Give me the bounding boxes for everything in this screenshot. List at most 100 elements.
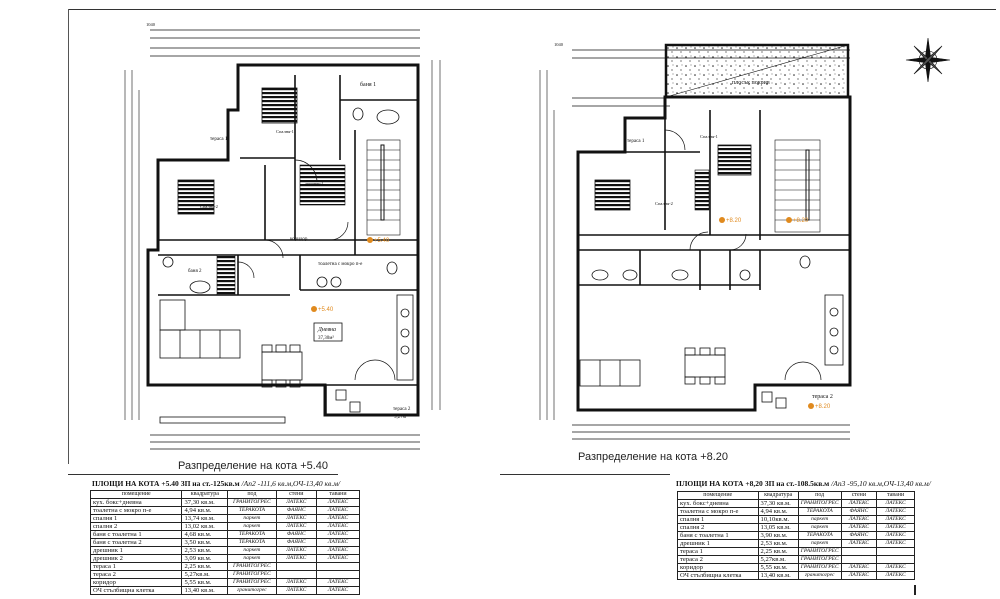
plan-level-5-40 — [124, 29, 441, 450]
table-cell: 5,27кв.м. — [181, 570, 229, 579]
room-label-wc: тоалетна с мокро п-е — [318, 262, 363, 267]
room-label-terrace2: тераса 2 — [393, 407, 411, 412]
table-cell — [275, 562, 317, 571]
table-cell: спалня 1 — [89, 514, 183, 523]
table-cell: тераса 2 — [89, 570, 183, 579]
sheet-edge-mark — [914, 585, 916, 595]
table-cell: паркет — [227, 522, 277, 531]
table-cell: ЛАТЕКС — [275, 554, 317, 563]
level-marker-icon — [311, 306, 317, 312]
table-cell: ГРАНИТОГРЕС — [797, 555, 842, 564]
table-cell: 37,30 кв.м. — [757, 499, 799, 508]
room-label-roof: плосък покрив — [732, 80, 770, 86]
table-cell: коридор — [89, 578, 183, 587]
table-cell: ЛАТЕКС — [840, 563, 878, 572]
table-cell — [315, 570, 361, 579]
table-header-cell: квадратура — [757, 491, 799, 500]
table-cell: 13,40 кв.м. — [181, 586, 229, 595]
room-label-closet: дрешник-1 — [305, 181, 323, 186]
table-cell: 13,05 кв.м. — [757, 523, 799, 532]
table-cell — [315, 562, 361, 571]
table-cell: ФАЯНС — [840, 531, 878, 540]
table-header-cell: под — [797, 491, 842, 500]
table-cell: 5,55 кв.м. — [181, 578, 229, 587]
table-cell: ЛАТЕКС — [275, 586, 317, 595]
table-cell: паркет — [797, 539, 842, 548]
table-cell: паркет — [227, 554, 277, 563]
table-cell: ЛАТЕКС — [275, 578, 317, 587]
table-cell: ЛАТЕКС — [876, 539, 915, 548]
table-cell: ЛАТЕКС — [315, 506, 361, 515]
door-swing-icon — [237, 159, 396, 381]
table-cell: 5,27кв.м. — [757, 555, 799, 564]
table-header-cell: тавани — [315, 490, 361, 499]
room-label-bath2: баня 2 — [188, 269, 202, 274]
table-cell: 10,10кв.м. — [757, 515, 799, 524]
table-title-text: ПЛОЩИ НА КОТА +5.40 ЗП на ст.-125кв.м — [92, 479, 240, 488]
table-cell: ФАЯНС — [840, 507, 878, 516]
table-cell: тераса 1 — [677, 547, 759, 556]
dimension-lines-left — [124, 70, 140, 420]
table-cell: ЛАТЕКС — [876, 515, 915, 524]
table-cell: ЛАТЕКС — [315, 586, 361, 595]
table-cell: ЛАТЕКС — [275, 522, 317, 531]
staircase-icon — [774, 139, 821, 233]
table-cell: ОЧ стълбищна клетка — [677, 571, 759, 580]
table-cell: ЛАТЕКС — [315, 546, 361, 555]
sheet-frame-top — [68, 9, 996, 10]
level-marker-icon — [808, 403, 814, 409]
interior-walls — [578, 110, 850, 290]
table-cell: ЛАТЕКС — [315, 498, 361, 507]
table-cell: дрешник 2 — [89, 554, 183, 563]
table-cell: ГРАНИТОГРЕС — [227, 570, 277, 579]
closet-icon — [694, 169, 710, 211]
table-cell: ЛАТЕКС — [876, 563, 915, 572]
table-cell: коридор — [677, 563, 759, 572]
dimension-lines-left — [539, 70, 555, 420]
bathroom-fixtures-icon — [162, 107, 400, 294]
bed-icon — [261, 87, 298, 124]
plan-caption-8-20: Разпределение на кота +8.20 — [578, 451, 729, 463]
table-header-cell: квадратура — [181, 490, 229, 499]
table-cell: 4,94 кв.м. — [757, 507, 799, 516]
table-cell: ЛАТЕКС — [275, 514, 317, 523]
table-cell: спалня 2 — [89, 522, 183, 531]
table-title-8-20: ПЛОЩИ НА КОТА +8,20 ЗП на ст.-108.5кв.м … — [676, 479, 931, 488]
table-cell: ЛАТЕКС — [275, 546, 317, 555]
table-cell: ЛАТЕКС — [840, 499, 878, 508]
table-cell: ЛАТЕКС — [876, 571, 915, 580]
table-cell: тераса 2 — [677, 555, 759, 564]
table-cell: кух. бокс+дневна — [677, 499, 759, 508]
table-cell: ЛАТЕКС — [315, 578, 361, 587]
table-cell: тераса 1 — [89, 562, 183, 571]
room-label-living: Дневна — [317, 327, 336, 333]
table-cell: паркет — [227, 546, 277, 555]
closet-stairs-icon — [299, 164, 346, 206]
table-cell: гранитогрес — [227, 586, 277, 595]
table-cell: ГРАНИТОГРЕС — [227, 578, 277, 587]
terrace-2-outline — [325, 384, 419, 416]
table-header-cell: помещение — [89, 490, 183, 499]
sheet-frame-left — [68, 9, 69, 464]
room-label-bedroom1: Спалня-1 — [700, 134, 718, 139]
table-cell: ФАЯНС — [275, 506, 317, 515]
table-cell: 3,90 кв.м. — [757, 531, 799, 540]
sofa-icon — [579, 359, 641, 387]
level-marker-label: +8.20 — [726, 218, 742, 224]
room-area-terrace2: 5,27м² — [394, 414, 408, 420]
table-cell: 3,50 кв.м. — [181, 538, 229, 547]
dimension-lines-bottom — [150, 434, 420, 450]
table-cell: 13,02 кв.м. — [181, 522, 229, 531]
table-cell: паркет — [797, 515, 842, 524]
level-marker-label: +8.20 — [793, 218, 809, 224]
bed-icon — [177, 179, 215, 215]
